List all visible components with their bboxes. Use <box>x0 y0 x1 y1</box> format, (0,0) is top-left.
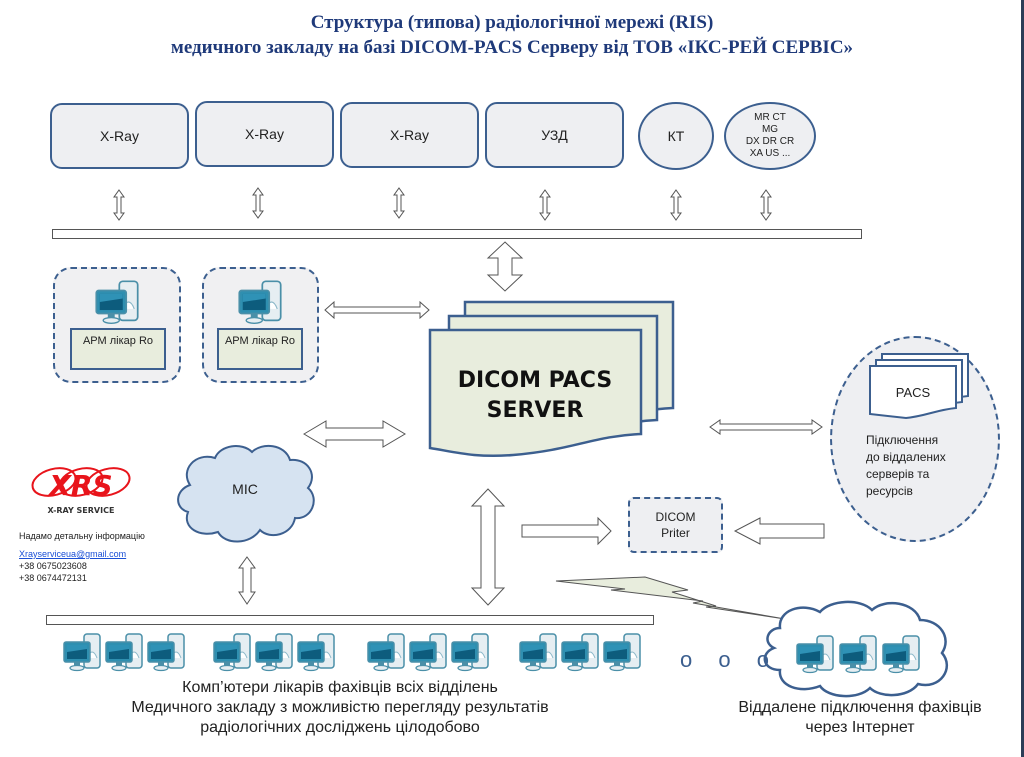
computer-icon <box>561 633 599 672</box>
arrow-other-bus <box>760 189 772 221</box>
department-caption: Комп’ютери лікарів фахівців всіх відділе… <box>60 678 620 738</box>
description-line: до віддалених <box>866 450 946 464</box>
computer-icon <box>839 635 877 674</box>
caption-line: Комп’ютери лікарів фахівців всіх відділе… <box>182 679 498 696</box>
caption-line: Віддалене підключення фахівців <box>738 699 982 716</box>
computer-icon <box>95 280 139 324</box>
computer-icon <box>63 633 101 672</box>
logo-subtitle: X-RAY SERVICE <box>48 506 115 515</box>
modality-xray-2[interactable]: X-Ray <box>195 101 334 167</box>
server-label-line-1: DICOM PACS <box>458 368 612 393</box>
workstation-arm-2[interactable]: АРМ лікар Ro <box>202 267 319 383</box>
arrow-remote-to-printer <box>733 517 825 545</box>
computer-icon <box>409 633 447 672</box>
modality-label: MR CT <box>754 112 786 123</box>
email-link[interactable]: Xrayserviceua@gmail.com <box>19 549 127 559</box>
computer-icon <box>451 633 489 672</box>
computer-icon <box>603 633 641 672</box>
dicom-printer[interactable]: DICOM Priter <box>628 497 723 553</box>
logo-text: XRS <box>47 469 112 502</box>
workstation-arm-1[interactable]: АРМ лікар Ro <box>53 267 181 383</box>
dicom-pacs-server[interactable]: DICOM PACS SERVER <box>425 300 685 465</box>
remote-caption: Віддалене підключення фахівців через Інт… <box>700 698 1020 738</box>
arrow-xray1-bus <box>113 189 125 221</box>
computer-icon <box>147 633 185 672</box>
modality-label: X-Ray <box>245 126 284 142</box>
computer-icon <box>367 633 405 672</box>
workstation-label: АРМ лікар Ro <box>70 328 166 370</box>
arrow-usd-bus <box>539 189 551 221</box>
modality-label: КТ <box>667 128 685 144</box>
department-network-bus <box>46 615 654 625</box>
computer-icon <box>796 635 834 674</box>
arrow-to-printer <box>521 516 612 546</box>
arrow-mis-server <box>303 420 406 448</box>
modality-ultrasound[interactable]: УЗД <box>485 102 624 168</box>
computer-icon <box>213 633 251 672</box>
computer-icon <box>882 635 920 674</box>
arrow-server-remote <box>709 419 823 435</box>
remote-pacs-icon: PACS <box>869 353 969 420</box>
arrow-server-bottom-bus <box>470 488 506 606</box>
modality-label: MG <box>761 124 779 135</box>
arrow-arm-server <box>324 300 430 320</box>
modality-xray-1[interactable]: X-Ray <box>50 103 189 169</box>
caption-line: радіологічних досліджень цілодобово <box>200 719 480 736</box>
description-line: ресурсів <box>866 484 913 498</box>
description-line: серверів та <box>866 467 930 481</box>
ellipsis-dots: o o o <box>680 647 779 672</box>
modality-other[interactable]: MR CT MG DX DR CR XA US ... <box>724 102 816 170</box>
arrow-bus-server <box>486 241 524 292</box>
company-info: Надамо детальну інформацію <box>19 531 145 541</box>
computer-icon <box>255 633 293 672</box>
remote-pacs-description: Підключення до віддалених серверів та ре… <box>866 432 946 500</box>
printer-label-line-1: DICOM <box>655 510 696 524</box>
computer-icon <box>297 633 335 672</box>
remote-pacs-label: PACS <box>896 385 931 400</box>
description-line: Підключення <box>866 433 939 447</box>
modality-xray-3[interactable]: X-Ray <box>340 102 479 168</box>
modality-network-bus <box>52 229 862 239</box>
arrow-xray2-bus <box>252 187 264 219</box>
caption-line: через Інтернет <box>805 719 915 736</box>
company-contacts: Надамо детальну інформацію Xrayserviceua… <box>19 530 145 584</box>
printer-label-line-2: Priter <box>661 526 690 540</box>
modality-label: X-Ray <box>390 127 429 143</box>
arrow-mis-bottom-bus <box>238 556 256 605</box>
diagram-title-line-2: медичного закладу на базі DICOM-PACS Сер… <box>170 37 854 58</box>
xrs-logo: XRS X-RAY SERVICE <box>31 467 131 515</box>
modality-label: УЗД <box>541 127 568 143</box>
workstation-label: АРМ лікар Ro <box>217 328 303 370</box>
computer-icon <box>519 633 557 672</box>
phone-2: +38 0674472131 <box>19 573 87 583</box>
computer-icon <box>238 280 282 324</box>
caption-line: Медичного закладу з можливістю перегляду… <box>131 699 549 716</box>
page-edge <box>1021 0 1024 757</box>
lightning-bolt <box>555 576 786 620</box>
modality-label: XA US ... <box>749 148 791 159</box>
arrow-ct-bus <box>670 189 682 221</box>
computer-icon <box>105 633 143 672</box>
modality-label: X-Ray <box>100 128 139 144</box>
arrow-xray3-bus <box>393 187 405 219</box>
modality-label: DX DR CR <box>745 136 795 147</box>
phone-1: +38 0675023608 <box>19 561 87 571</box>
mis-cloud[interactable]: МІС <box>170 440 320 550</box>
server-label-line-2: SERVER <box>487 398 584 423</box>
modality-ct[interactable]: КТ <box>638 102 714 170</box>
diagram-title-line-1: Структура (типова) радіологічної мережі … <box>310 12 714 33</box>
mis-label: МІС <box>232 481 258 497</box>
